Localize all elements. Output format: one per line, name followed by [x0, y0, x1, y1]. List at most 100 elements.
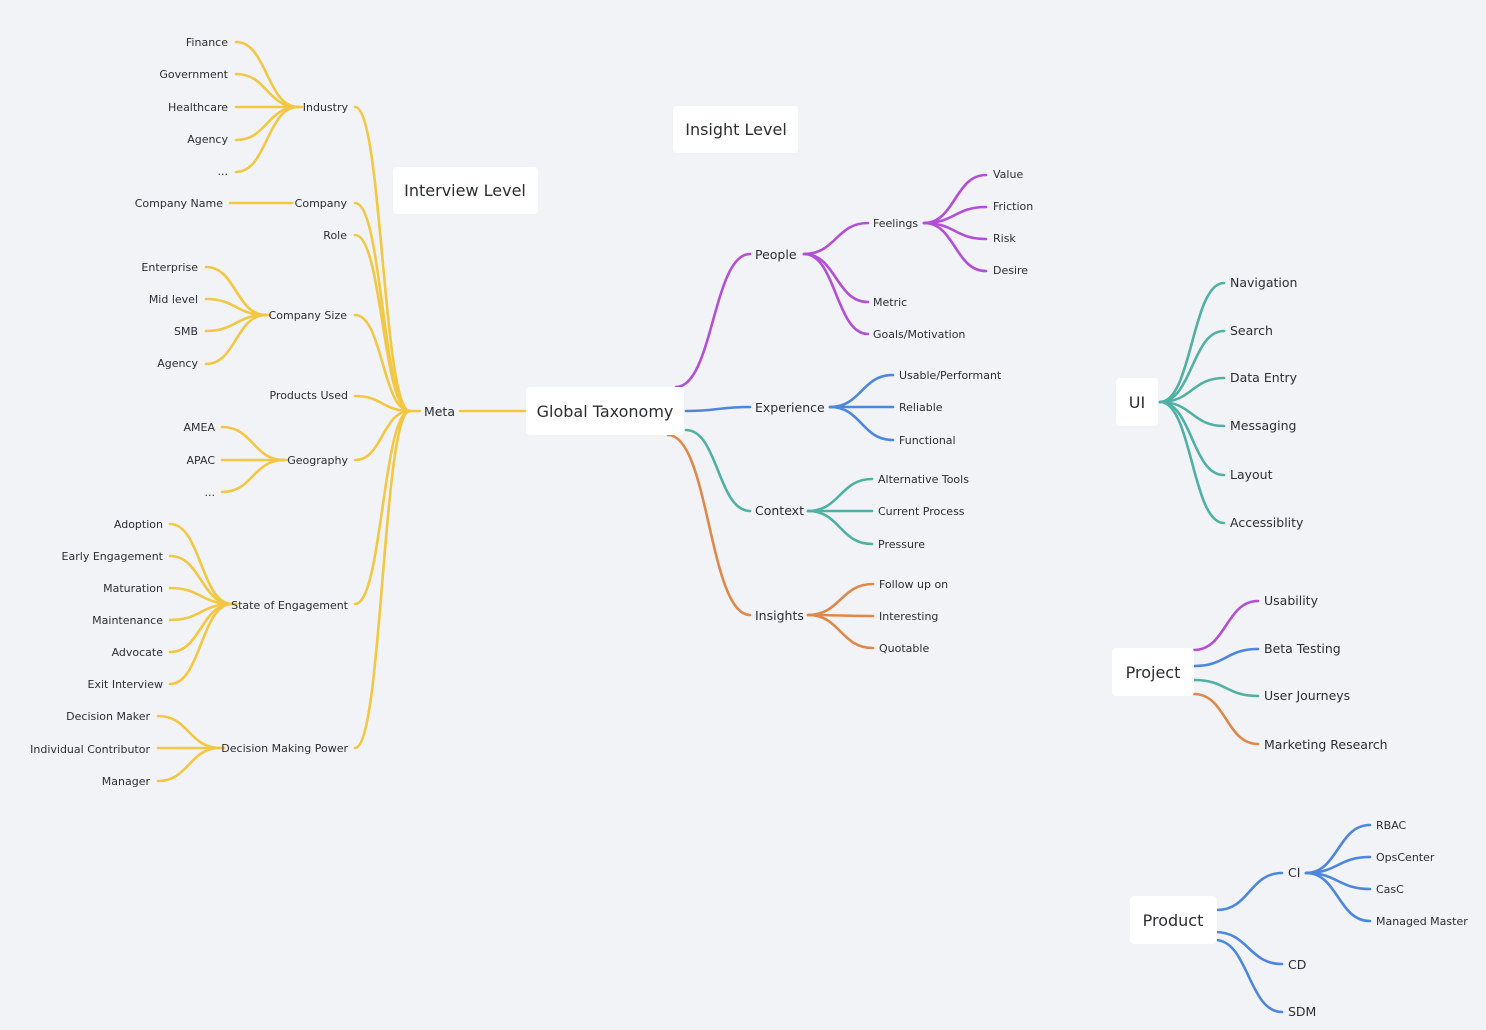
project-root-node[interactable]: Project — [1112, 648, 1194, 696]
project-leaf-line — [1192, 647, 1260, 668]
company-size-leaf[interactable]: Enterprise — [141, 261, 198, 274]
engagement-leaf[interactable]: Advocate — [112, 646, 164, 659]
ui-leaf[interactable]: Accessiblity — [1230, 515, 1304, 530]
industry-node[interactable]: Industry — [303, 101, 349, 114]
geography-leaf[interactable]: APAC — [187, 454, 216, 467]
ui-leaf[interactable]: Navigation — [1230, 275, 1297, 290]
project-leaf[interactable]: Beta Testing — [1264, 641, 1341, 656]
ui-root-node[interactable]: UI — [1116, 378, 1158, 426]
geography-leaf[interactable]: ... — [205, 486, 216, 499]
meta-branch-line — [353, 201, 412, 413]
people-node[interactable]: People — [755, 247, 797, 262]
engagement-leaf[interactable]: Maturation — [103, 582, 163, 595]
feelings-branch-line — [802, 221, 870, 256]
project-leaf[interactable]: Marketing Research — [1264, 737, 1388, 752]
engagement-leaf[interactable]: Adoption — [114, 518, 163, 531]
company-name-leaf[interactable]: Company Name — [135, 197, 224, 210]
insights-leaf-line — [806, 613, 875, 650]
ci-leaf[interactable]: OpsCenter — [1376, 851, 1435, 864]
product-root-node[interactable]: Product — [1130, 896, 1217, 944]
project-leaf-line — [1192, 599, 1260, 652]
product-leaf[interactable]: SDM — [1288, 1004, 1316, 1019]
ui-leaf[interactable]: Messaging — [1230, 418, 1296, 433]
state-of-engagement-node[interactable]: State of Engagement — [231, 599, 349, 612]
experience-leaf[interactable]: Reliable — [899, 401, 943, 414]
insight-level-label: Insight Level — [685, 120, 787, 139]
industry-leaf[interactable]: ... — [218, 165, 229, 178]
decision-leaf[interactable]: Manager — [102, 775, 151, 788]
geography-node[interactable]: Geography — [287, 454, 348, 467]
company-size-branch-line — [204, 313, 268, 366]
insights-leaf-line — [806, 582, 875, 617]
global-taxonomy-node[interactable]: Global Taxonomy — [526, 387, 684, 435]
ci-leaf[interactable]: CasC — [1376, 883, 1404, 896]
meta-branch-line — [353, 233, 412, 413]
ci-node[interactable]: CI — [1288, 865, 1300, 880]
industry-branch-line — [234, 105, 300, 142]
insights-leaf[interactable]: Quotable — [879, 642, 929, 655]
engagement-branch-line — [168, 522, 234, 606]
geography-leaf[interactable]: AMEA — [184, 421, 216, 434]
context-leaf[interactable]: Pressure — [878, 538, 925, 551]
experience-leaf[interactable]: Usable/Performant — [899, 369, 1002, 382]
feelings-node[interactable]: Feelings — [873, 217, 918, 230]
industry-leaf[interactable]: Government — [159, 68, 228, 81]
meta-branch-line — [353, 105, 412, 413]
ui-leaf[interactable]: Search — [1230, 323, 1273, 338]
decision-leaf[interactable]: Individual Contributor — [30, 743, 150, 756]
engagement-leaf[interactable]: Early Engagement — [62, 550, 164, 563]
project-leaf[interactable]: User Journeys — [1264, 688, 1350, 703]
company-size-leaf[interactable]: Agency — [157, 357, 198, 370]
decision-making-power-node[interactable]: Decision Making Power — [221, 742, 348, 755]
ui-leaf-line — [1158, 281, 1226, 404]
feelings-leaf-line — [922, 221, 988, 273]
company-size-leaf[interactable]: Mid level — [149, 293, 198, 306]
ci-leaf[interactable]: RBAC — [1376, 819, 1407, 832]
product-root-label: Product — [1143, 911, 1204, 930]
context-leaf[interactable]: Alternative Tools — [878, 473, 969, 486]
role-node[interactable]: Role — [323, 229, 347, 242]
project-leaf-line — [1192, 692, 1260, 746]
feelings-leaf[interactable]: Risk — [993, 232, 1016, 245]
insights-node[interactable]: Insights — [755, 608, 804, 623]
industry-leaf[interactable]: Finance — [186, 36, 228, 49]
ui-leaf[interactable]: Data Entry — [1230, 370, 1298, 385]
ci-leaf[interactable]: Managed Master — [1376, 915, 1468, 928]
experience-leaf[interactable]: Functional — [899, 434, 956, 447]
product-leaf[interactable]: CD — [1288, 957, 1306, 972]
industry-branch-line — [234, 105, 300, 174]
feelings-leaf[interactable]: Desire — [993, 264, 1028, 277]
experience-node[interactable]: Experience — [755, 400, 825, 415]
decision-leaf[interactable]: Decision Maker — [66, 710, 150, 723]
industry-leaf[interactable]: Agency — [187, 133, 228, 146]
feelings-leaf[interactable]: Friction — [993, 200, 1033, 213]
insights-leaf[interactable]: Follow up on — [879, 578, 948, 591]
industry-leaf[interactable]: Healthcare — [168, 101, 228, 114]
context-node[interactable]: Context — [755, 503, 804, 518]
ui-leaf-line — [1158, 400, 1226, 525]
engagement-leaf[interactable]: Maintenance — [92, 614, 163, 627]
products-used-node[interactable]: Products Used — [269, 389, 348, 402]
project-leaf[interactable]: Usability — [1264, 593, 1319, 608]
company-size-leaf[interactable]: SMB — [174, 325, 198, 338]
ci-leaf-line — [1304, 871, 1372, 923]
industry-branch-line — [234, 72, 300, 109]
engagement-branch-line — [168, 602, 234, 686]
ui-leaf[interactable]: Layout — [1230, 467, 1273, 482]
company-node[interactable]: Company — [295, 197, 348, 210]
insight-level-box[interactable]: Insight Level — [673, 106, 798, 153]
project-root-label: Project — [1126, 663, 1181, 682]
context-leaf[interactable]: Current Process — [878, 505, 965, 518]
ui-leaf-line — [1158, 329, 1226, 404]
meta-branch-line — [353, 313, 412, 413]
people-leaf[interactable]: Metric — [873, 296, 907, 309]
interview-level-box[interactable]: Interview Level — [393, 167, 538, 214]
company-size-node[interactable]: Company Size — [269, 309, 348, 322]
insights-leaf[interactable]: Interesting — [879, 610, 938, 623]
engagement-leaf[interactable]: Exit Interview — [88, 678, 163, 691]
context-branch-line — [684, 428, 752, 513]
feelings-leaf[interactable]: Value — [993, 168, 1023, 181]
meta-node[interactable]: Meta — [424, 404, 455, 419]
people-leaf[interactable]: Goals/Motivation — [873, 328, 965, 341]
